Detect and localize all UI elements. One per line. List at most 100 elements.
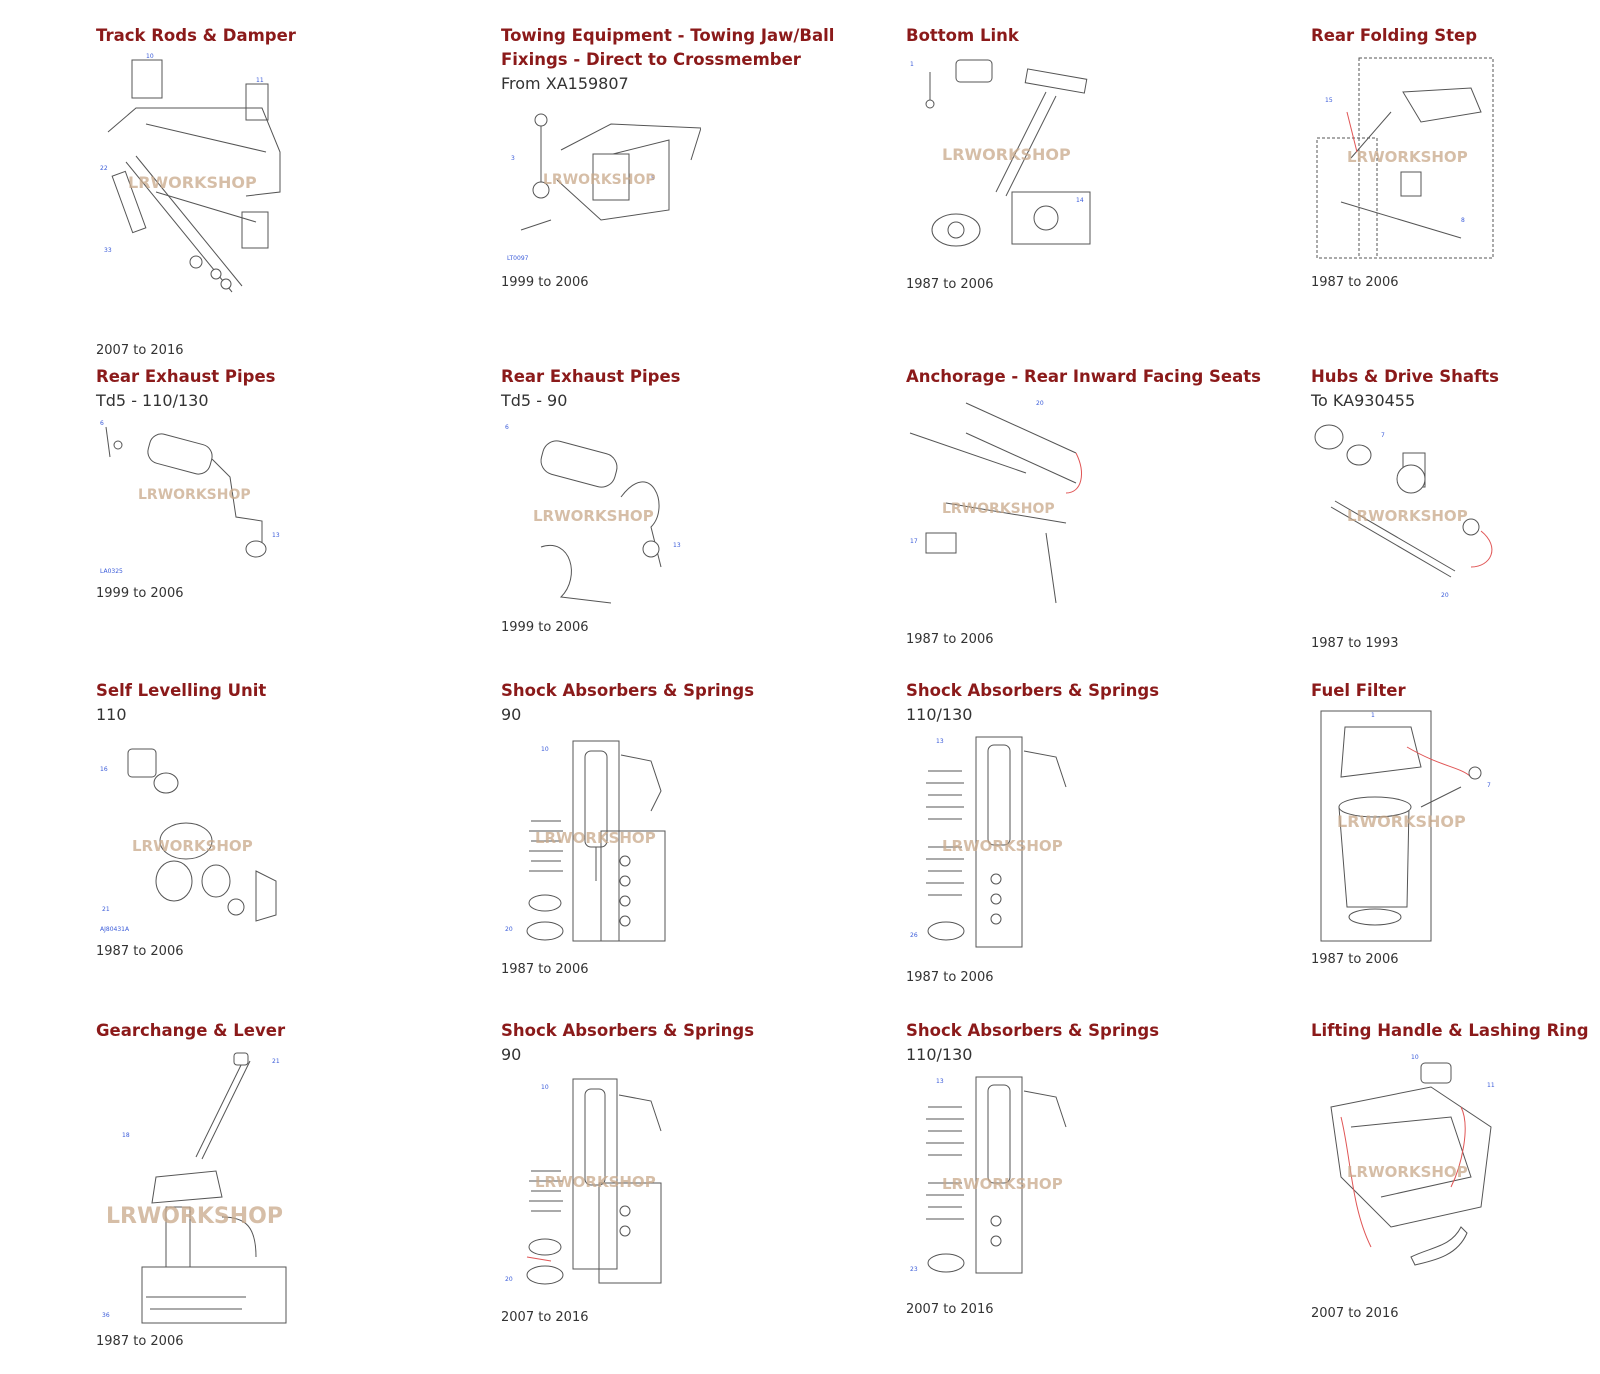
svg-text:22: 22 bbox=[100, 165, 108, 172]
watermark-logo: LRWORKSHOP bbox=[942, 145, 1071, 164]
parts-diagram-image[interactable]: 20 17 LRWORKSHOP bbox=[906, 393, 1286, 625]
parts-diagram-image[interactable]: 6 13 LRWORKSHOP bbox=[501, 417, 881, 613]
svg-text:20: 20 bbox=[505, 1276, 513, 1283]
parts-diagram-image[interactable]: 1 14 LRWORKSHOP bbox=[906, 52, 1286, 270]
parts-diagram-image[interactable]: 10 11 22 33 LRWORKSHOP bbox=[96, 52, 476, 314]
catalog-card[interactable]: Track Rods & Damper 10 11 22 33 LRWORKSHOP bbox=[96, 24, 476, 360]
svg-text:17: 17 bbox=[910, 538, 918, 545]
card-title-link[interactable]: Self Levelling Unit bbox=[96, 681, 267, 700]
svg-text:20: 20 bbox=[505, 926, 513, 933]
svg-text:33: 33 bbox=[104, 247, 112, 254]
watermark-logo: LRWORKSHOP bbox=[1347, 507, 1468, 525]
svg-text:11: 11 bbox=[1487, 1082, 1495, 1089]
svg-text:14: 14 bbox=[1076, 197, 1084, 204]
card-year-range: 1999 to 2006 bbox=[96, 586, 184, 601]
catalog-card[interactable]: Lifting Handle & Lashing Ring 10 11 LRWOR… bbox=[1311, 1019, 1600, 1323]
card-year-range: 1987 to 2006 bbox=[906, 632, 994, 647]
card-title-link[interactable]: Hubs & Drive Shafts bbox=[1311, 367, 1499, 386]
card-year-range: 2007 to 2016 bbox=[906, 1302, 994, 1317]
card-subtitle: 90 bbox=[501, 705, 522, 724]
svg-text:10: 10 bbox=[1411, 1054, 1419, 1061]
svg-text:LT0097: LT0097 bbox=[507, 255, 529, 262]
card-year-range: 1999 to 2006 bbox=[501, 620, 589, 635]
svg-text:26: 26 bbox=[910, 932, 918, 939]
card-year-range: 2007 to 2016 bbox=[501, 1310, 589, 1325]
watermark-logo: LRWORKSHOP bbox=[942, 501, 1055, 517]
svg-text:20: 20 bbox=[1036, 400, 1044, 407]
svg-text:23: 23 bbox=[910, 1266, 918, 1273]
parts-diagram-image[interactable]: 10 11 LRWORKSHOP bbox=[1311, 1047, 1600, 1299]
watermark-logo: LRWORKSHOP bbox=[942, 1175, 1063, 1193]
watermark-logo: LRWORKSHOP bbox=[1337, 812, 1466, 831]
card-title-link[interactable]: Fuel Filter bbox=[1311, 681, 1406, 700]
card-year-range: 1987 to 2006 bbox=[96, 1334, 184, 1349]
card-subtitle: To KA930455 bbox=[1311, 391, 1416, 410]
svg-text:36: 36 bbox=[102, 1312, 110, 1319]
card-title-link[interactable]: Towing Equipment - Towing Jaw/Ball Fixin… bbox=[501, 26, 835, 69]
catalog-card[interactable]: Anchorage - Rear Inward Facing Seats 20 1… bbox=[906, 365, 1286, 649]
svg-text:18: 18 bbox=[122, 1132, 130, 1139]
card-title-link[interactable]: Shock Absorbers & Springs bbox=[501, 1021, 755, 1040]
watermark-logo: LRWORKSHOP bbox=[1347, 1163, 1468, 1181]
card-subtitle: Td5 - 110/130 bbox=[96, 391, 209, 410]
catalog-card[interactable]: Towing Equipment - Towing Jaw/Ball Fixin… bbox=[501, 24, 881, 292]
svg-text:16: 16 bbox=[100, 766, 108, 773]
svg-text:20: 20 bbox=[1441, 592, 1449, 599]
card-title-link[interactable]: Bottom Link bbox=[906, 26, 1019, 45]
card-subtitle: 110 bbox=[96, 705, 127, 724]
svg-text:21: 21 bbox=[102, 906, 110, 913]
card-year-range: 2007 to 2016 bbox=[1311, 1306, 1399, 1321]
card-title-link[interactable]: Shock Absorbers & Springs bbox=[501, 681, 755, 700]
card-title-link[interactable]: Rear Exhaust Pipes bbox=[96, 367, 276, 386]
svg-text:6: 6 bbox=[505, 424, 509, 431]
card-subtitle: 110/130 bbox=[906, 1045, 973, 1064]
card-title-link[interactable]: Lifting Handle & Lashing Ring bbox=[1311, 1021, 1589, 1040]
svg-text:1: 1 bbox=[910, 61, 914, 68]
card-title-link[interactable]: Rear Exhaust Pipes bbox=[501, 367, 681, 386]
card-year-range: 1999 to 2006 bbox=[501, 275, 589, 290]
card-title-link[interactable]: Track Rods & Damper bbox=[96, 26, 296, 45]
card-title-link[interactable]: Shock Absorbers & Springs bbox=[906, 681, 1160, 700]
card-year-range: 2007 to 2016 bbox=[96, 343, 184, 358]
card-title-link[interactable]: Shock Absorbers & Springs bbox=[906, 1021, 1160, 1040]
svg-text:5: 5 bbox=[651, 175, 655, 182]
card-year-range: 1987 to 2006 bbox=[501, 962, 589, 977]
watermark-logo: LRWORKSHOP bbox=[533, 507, 654, 525]
svg-text:15: 15 bbox=[1325, 97, 1333, 104]
svg-text:10: 10 bbox=[541, 1084, 549, 1091]
card-title-link[interactable]: Anchorage - Rear Inward Facing Seats bbox=[906, 367, 1261, 386]
card-title-link[interactable]: Gearchange & Lever bbox=[96, 1021, 286, 1040]
svg-text:21: 21 bbox=[272, 1058, 280, 1065]
card-title-link[interactable]: Rear Folding Step bbox=[1311, 26, 1478, 45]
svg-text:LA0325: LA0325 bbox=[100, 568, 123, 575]
svg-text:11: 11 bbox=[256, 77, 264, 84]
svg-text:10: 10 bbox=[146, 53, 154, 60]
svg-text:13: 13 bbox=[673, 542, 681, 549]
watermark-logo: LRWORKSHOP bbox=[128, 173, 257, 192]
svg-text:3: 3 bbox=[511, 155, 515, 162]
card-subtitle: 110/130 bbox=[906, 705, 973, 724]
